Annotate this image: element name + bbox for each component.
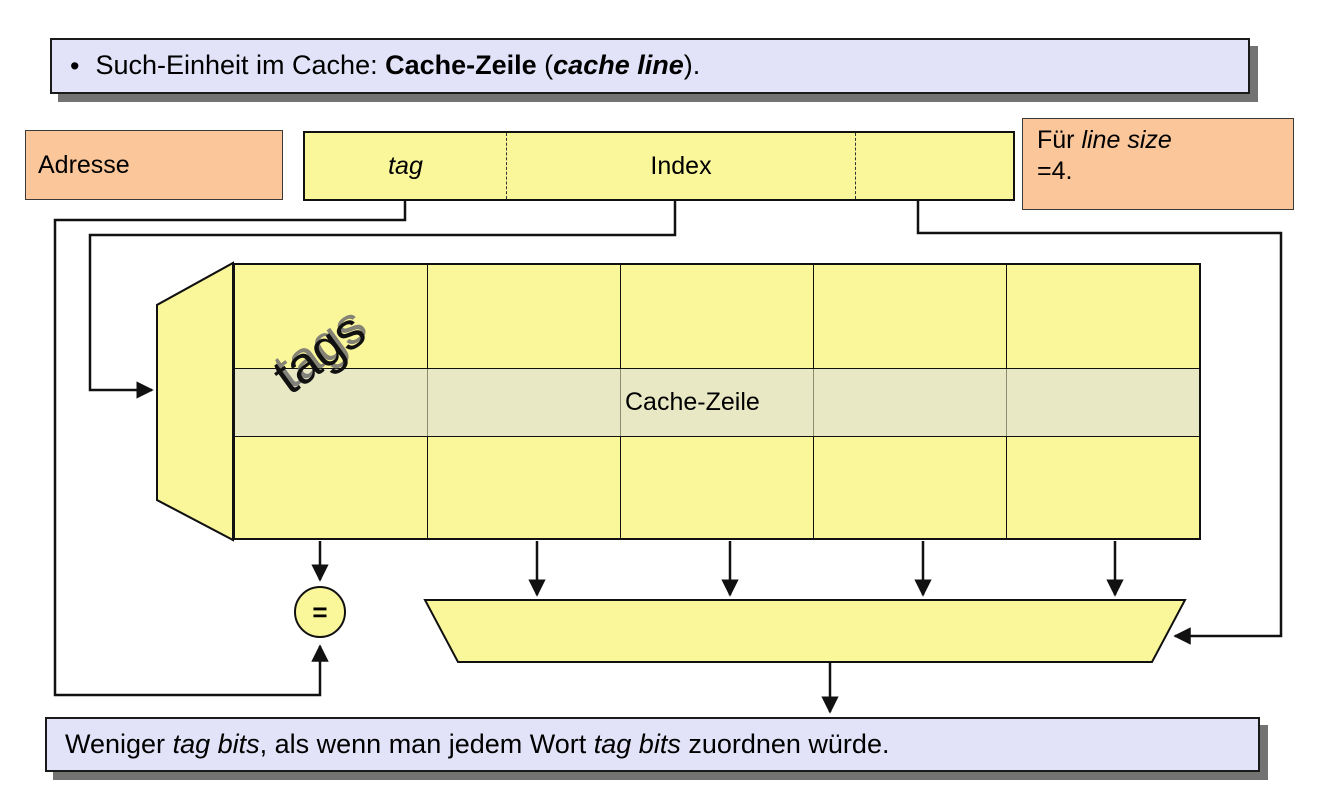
top-banner-part-4: ). [683,50,701,81]
cache-cell [235,437,428,540]
wire-tag-to-comparator [53,201,407,697]
cache-line-label: Cache-Zeile [625,388,760,416]
cache-cell [814,437,1007,540]
top-banner-text: Such-Einheit im Cache: Cache-Zeile (cach… [95,50,701,81]
line-size-note: Für line size =4. [1022,118,1294,210]
cache-cell [1007,265,1199,368]
cache-cell [621,437,814,540]
top-banner: • Such-Einheit im Cache: Cache-Zeile (ca… [50,38,1250,94]
cache-cell [428,437,621,540]
cache-row-highlighted: Cache-Zeile [235,369,1199,436]
bullet-icon: • [70,50,80,81]
cache-row [235,265,1199,369]
bottom-banner-text: Weniger tag bits, als wenn man jedem Wor… [65,728,890,760]
cache-cell [621,265,814,368]
cache-row [235,436,1199,540]
top-banner-part-2: ( [536,50,554,81]
address-label-box: Adresse [25,130,283,200]
bottom-banner-part-4: zuordnen würde. [680,728,890,759]
bottom-banner-part-2: , als wenn man jedem Wort [259,728,594,759]
top-banner-part-1: Cache-Zeile [385,50,537,81]
cache-cell [814,265,1007,368]
cache-array: Cache-Zeile [233,263,1201,540]
address-bar: tag Index [303,131,1015,201]
cache-cell [1007,437,1199,540]
address-field-tag-label: tag [388,151,423,180]
cache-cell-tag [235,369,428,436]
bottom-banner-part-1: tag bits [172,728,260,759]
comparator-label: = [312,596,328,627]
output-multiplexer-shape [423,599,1187,663]
bottom-banner: Weniger tag bits, als wenn man jedem Wor… [45,717,1260,772]
address-label-text: Adresse [38,150,130,179]
top-banner-part-0: Such-Einheit im Cache: [95,50,386,81]
line-size-note-italic: line size [1081,126,1172,154]
cache-cell [235,265,428,368]
cache-cell [814,369,1007,436]
address-field-index-label: Index [650,151,712,180]
top-banner-part-3: cache line [553,50,684,81]
tag-comparator: = [294,586,346,638]
wire-index-to-decoder [88,201,677,399]
bottom-banner-part-3: tag bits [593,728,681,759]
cache-cell [428,265,621,368]
index-decoder-shape-outline [156,261,234,542]
bottom-banner-part-0: Weniger [65,728,173,759]
cache-cell [428,369,621,436]
wire-offset-to-mux [916,201,1283,645]
address-field-index: Index [507,133,856,199]
address-field-tag: tag [305,133,507,199]
line-size-note-line1: Für line size [1037,125,1293,156]
cache-cell-labeled: Cache-Zeile [621,369,814,436]
line-size-note-prefix: Für [1037,126,1082,154]
cache-cell [1007,369,1199,436]
line-size-note-line2: =4. [1037,156,1073,185]
